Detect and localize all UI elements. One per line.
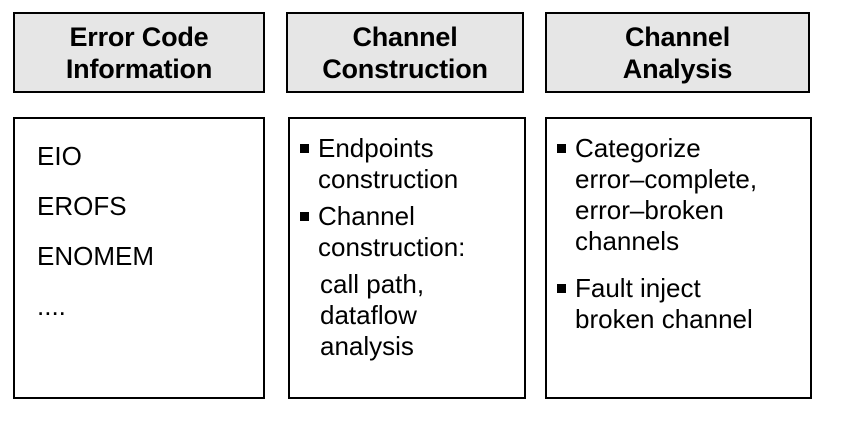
header-box-channel-construction: Channel Construction (286, 12, 530, 99)
body-box-channel-analysis: Categorize error–complete, error–broken … (545, 117, 818, 405)
square-bullet-icon (300, 212, 309, 221)
channel-analysis-list: Categorize error–complete, error–broken … (557, 133, 802, 341)
square-bullet-icon (557, 284, 566, 293)
list-item: EROFS (37, 191, 127, 221)
list-item: EIO (37, 141, 82, 171)
square-bullet-icon (557, 144, 566, 153)
list-item-label: Fault inject broken channel (575, 273, 753, 334)
header-title-error-code-information: Error Code Information (65, 21, 213, 84)
header-title-channel-construction: Channel Construction (322, 21, 488, 84)
list-item: ENOMEM (37, 241, 154, 271)
body-box-channel-construction: Endpoints construction Channel construct… (288, 117, 532, 405)
list-item-label: Endpoints construction (318, 133, 459, 194)
list-item: Fault inject broken channel (557, 273, 802, 335)
header-title-channel-analysis: Channel Analysis (622, 21, 733, 84)
list-item: Categorize error–complete, error–broken … (557, 133, 802, 257)
list-item-label: Channel construction: (318, 201, 466, 262)
square-bullet-icon (300, 144, 309, 153)
header-box-channel-analysis: Channel Analysis (545, 12, 816, 99)
list-item: Endpoints construction (300, 133, 516, 195)
error-code-list: EIO EROFS ENOMEM .... (37, 141, 253, 341)
body-box-error-code-information: EIO EROFS ENOMEM .... (13, 117, 271, 405)
list-item: Channel construction: (300, 201, 516, 263)
list-item-ellipsis: .... (37, 291, 66, 321)
channel-construction-list: Endpoints construction Channel construct… (300, 133, 516, 362)
list-item-label: Categorize error–complete, error–broken … (575, 133, 758, 256)
list-item-sublabel: call path, dataflow analysis (320, 269, 425, 361)
header-box-error-code-information: Error Code Information (13, 12, 271, 99)
